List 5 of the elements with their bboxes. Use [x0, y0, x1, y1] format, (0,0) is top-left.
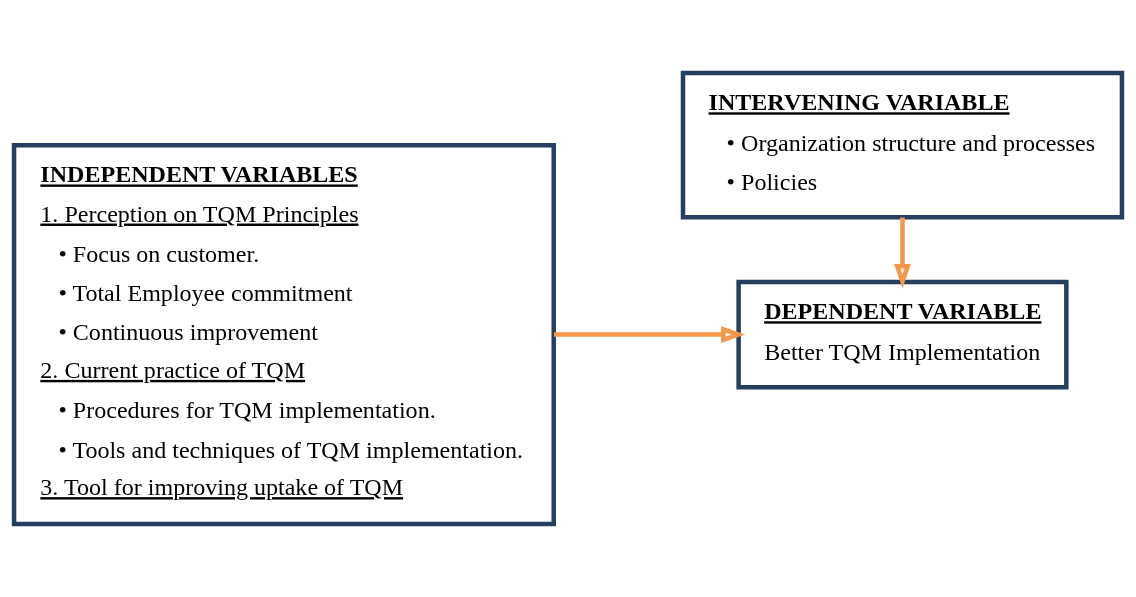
node-box: INTERVENING VARIABLE • Organization structure and processes • Policies: [680, 70, 1125, 220]
node-box: INDEPENDENT VARIABLES 1. Perception on TQM Principles • Focus on customer. • Total Employee commitment • Continuous improvement 2. Current practice of TQM • Procedures for TQM implementation. • Tools and techniques of TQM implementation. 3. Tool for improving uptake of TQM: [11, 142, 556, 527]
arrow: [894, 217, 911, 289]
node-box: DEPENDENT VARIABLE Better TQM Implementation: [736, 279, 1069, 390]
arrow: [554, 326, 746, 343]
